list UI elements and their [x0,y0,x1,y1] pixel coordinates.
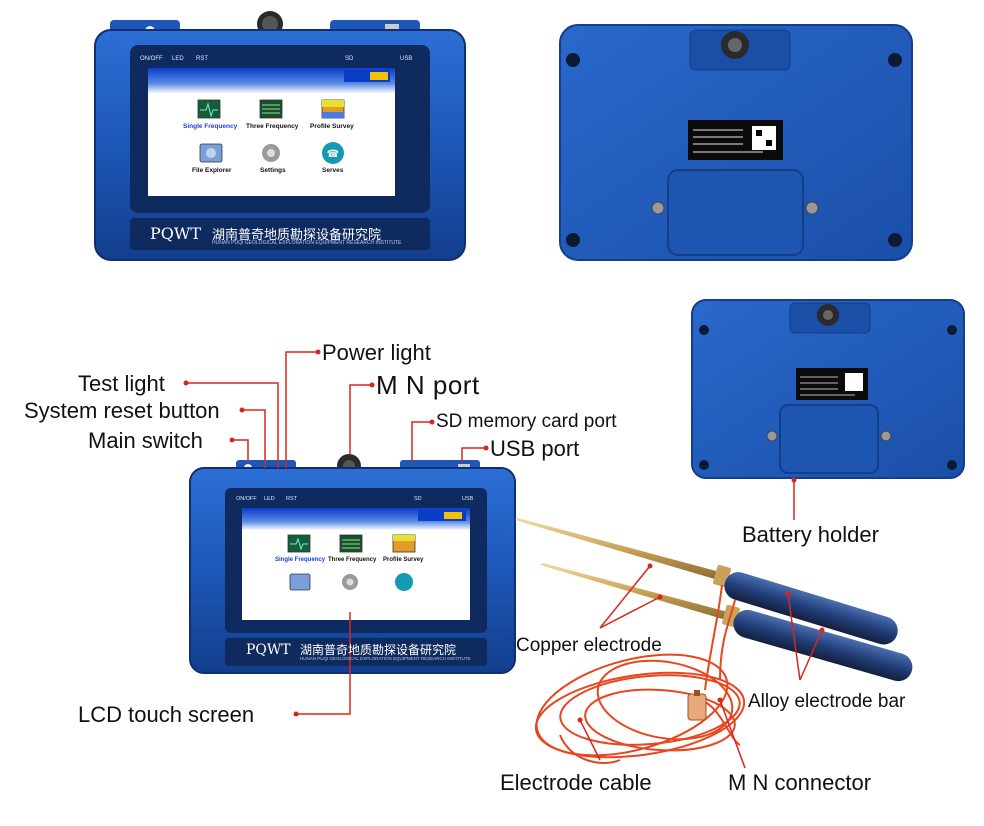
icon-label-serves: Serves [322,167,344,174]
device-back-battery [691,299,965,479]
callout-system-reset: System reset button [24,398,220,423]
icon-label-settings: Settings [260,167,286,174]
label-rst: RST [196,56,208,62]
callout-lcd-touch-screen: LCD touch screen [78,702,255,727]
brand-logo-top: PQWT [150,224,201,243]
electrode-cable [534,584,746,764]
label-led: LED [172,56,184,62]
brand-logo-bottom: PQWT [246,642,291,658]
device-back-top [559,24,913,261]
brand-en-bottom: HUNAN PUQI GEOLOGICAL EXPLORATION EQUIPM… [300,656,471,661]
bottom-label-onoff: ON/OFF [236,496,257,502]
callout-usb-port: USB port [490,436,580,461]
bottom-icon-label-single: Single Frequency [275,557,326,563]
callout-main-switch: Main switch [88,428,203,453]
bottom-label-led: LED [264,496,275,502]
bottom-label-rst: RST [286,496,297,502]
brand-en-top: HUNAN PUQI GEOLOGICAL EXPLORATION EQUIPM… [212,240,402,246]
svg-text:☎: ☎ [327,149,339,160]
bottom-label-sd: SD [414,496,422,502]
callout-power-light: Power light [322,340,431,365]
icon-label-single-frequency: Single Frequency [183,123,238,130]
bottom-icon-label-profile: Profile Survey [383,557,424,563]
icon-label-three-frequency: Three Frequency [246,123,299,130]
label-onoff: ON/OFF [140,56,163,62]
callout-lines [186,351,823,769]
bottom-icon-label-three: Three Frequency [328,557,377,563]
callout-sd-port: SD memory card port [436,411,617,432]
bottom-label-usb: USB [462,496,474,502]
callout-copper-electrode: Copper electrode [516,635,662,656]
device-front-top: ☎ [94,11,466,261]
mn-connector [687,690,707,721]
callout-mn-port: M N port [376,370,480,400]
label-sd: SD [345,56,354,62]
icon-label-file-explorer: File Explorer [192,167,232,174]
callout-alloy-electrode-bar: Alloy electrode bar [748,691,906,712]
electrodes [515,518,913,682]
callout-dots [183,349,825,723]
icon-label-profile-survey: Profile Survey [310,123,354,130]
callout-mn-connector: M N connector [728,770,872,795]
device-front-bottom [189,454,516,674]
brand-cn-top: 湖南普奇地质勘探设备研究院 [212,228,382,243]
label-usb: USB [400,56,413,62]
callout-electrode-cable: Electrode cable [500,770,652,795]
brand-cn-bottom: 湖南普奇地质勘探设备研究院 [300,643,457,657]
callout-battery-holder: Battery holder [742,522,879,547]
callout-test-light: Test light [78,371,165,396]
